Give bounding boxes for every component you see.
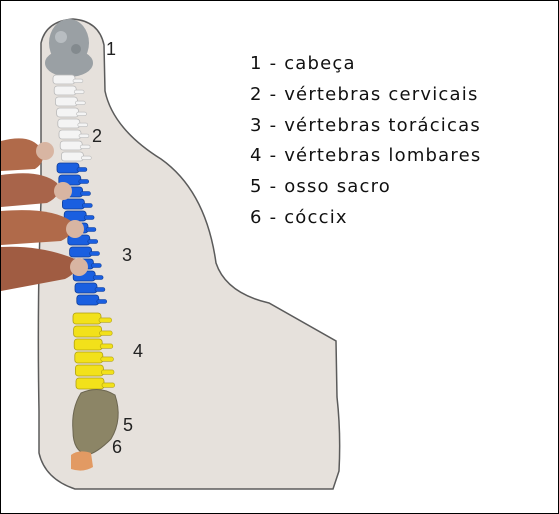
cervical-vertebra bbox=[57, 108, 79, 117]
lumbar-process bbox=[100, 344, 113, 348]
lumbar-process bbox=[99, 318, 112, 322]
lumbar-process bbox=[102, 383, 115, 387]
cervical-vertebra bbox=[53, 75, 75, 84]
thoracic-process bbox=[88, 240, 98, 244]
legend-item-cervical: 2 - vértebras cervicais bbox=[250, 82, 481, 113]
marker-4: 4 bbox=[133, 341, 143, 362]
lumbar-vertebra bbox=[74, 339, 102, 350]
thoracic-vertebra bbox=[62, 199, 84, 209]
thoracic-process bbox=[93, 276, 103, 280]
legend-item-head: 1 - cabeça bbox=[250, 51, 481, 82]
legend-item-coccyx: 6 - cóccix bbox=[250, 205, 481, 236]
lumbar-vertebra bbox=[73, 313, 101, 324]
cervical-process bbox=[79, 134, 89, 138]
thoracic-process bbox=[91, 264, 101, 268]
cervical-process bbox=[74, 90, 84, 94]
legend: 1 - cabeça 2 - vértebras cervicais 3 - v… bbox=[250, 51, 481, 236]
legend-item-thoracic: 3 - vértebras torácicas bbox=[250, 113, 481, 144]
thoracic-process bbox=[77, 168, 87, 172]
marker-6: 6 bbox=[112, 437, 122, 458]
lumbar-process bbox=[101, 370, 114, 374]
thoracic-process bbox=[79, 180, 89, 184]
cervical-vertebra bbox=[61, 152, 83, 161]
thoracic-process bbox=[84, 216, 94, 220]
lumbar-process bbox=[100, 331, 113, 335]
marker-3: 3 bbox=[122, 245, 132, 266]
thoracic-vertebra bbox=[75, 283, 97, 293]
cervical-process bbox=[75, 101, 85, 105]
cervical-vertebra bbox=[55, 97, 77, 106]
thoracic-process bbox=[90, 252, 100, 256]
lumbar-vertebra bbox=[75, 365, 103, 376]
lumbar-vertebra bbox=[75, 352, 103, 363]
cervical-process bbox=[81, 156, 91, 160]
marker-2: 2 bbox=[92, 126, 102, 147]
thoracic-process bbox=[86, 228, 96, 232]
thoracic-vertebra bbox=[70, 247, 92, 257]
cervical-vertebra bbox=[59, 130, 81, 139]
cervical-vertebra bbox=[60, 141, 82, 150]
lumbar-process bbox=[101, 357, 114, 361]
thoracic-process bbox=[97, 300, 107, 304]
thoracic-vertebra bbox=[77, 295, 99, 305]
cervical-process bbox=[78, 123, 88, 127]
thoracic-process bbox=[81, 192, 91, 196]
legend-item-sacrum: 5 - osso sacro bbox=[250, 174, 481, 205]
lumbar-vertebra bbox=[74, 326, 102, 337]
cervical-process bbox=[80, 145, 90, 149]
thoracic-vertebra bbox=[57, 163, 79, 173]
marker-5: 5 bbox=[123, 415, 133, 436]
cervical-process bbox=[77, 112, 87, 116]
lumbar-vertebra bbox=[76, 378, 104, 389]
cervical-vertebra bbox=[54, 86, 76, 95]
marker-1: 1 bbox=[106, 39, 116, 60]
cervical-vertebra bbox=[58, 119, 80, 128]
thoracic-process bbox=[95, 288, 105, 292]
cervical-process bbox=[73, 79, 83, 83]
thoracic-process bbox=[82, 204, 92, 208]
legend-item-lumbar: 4 - vértebras lombares bbox=[250, 143, 481, 174]
coccyx-bone bbox=[71, 451, 93, 470]
